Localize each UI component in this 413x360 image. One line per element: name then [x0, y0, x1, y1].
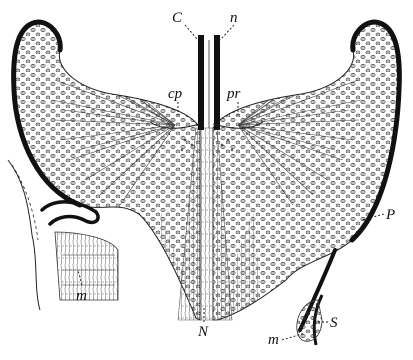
label-m-right: m [268, 332, 279, 348]
right-lobe [213, 22, 399, 320]
label-N: N [197, 324, 209, 340]
label-C: C [172, 10, 183, 26]
label-m-left: m [76, 288, 87, 304]
label-n: n [230, 10, 238, 26]
cartilage-bar-left [198, 35, 204, 130]
label-P: P [385, 207, 395, 223]
label-S: S [330, 315, 338, 331]
label-pr: pr [226, 86, 241, 102]
label-cp: cp [168, 86, 183, 102]
cartilage-bar-right [214, 35, 220, 130]
